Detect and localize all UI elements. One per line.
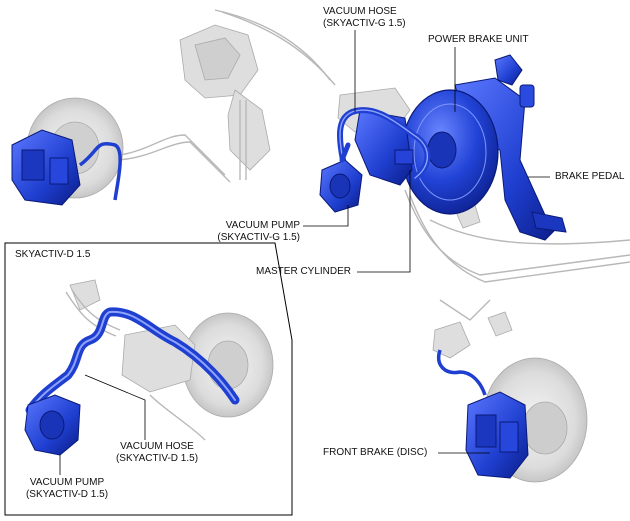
vacuum-pump-g-part (319, 142, 363, 213)
label-master-cylinder-text: MASTER CYLINDER (256, 266, 352, 277)
label-power-brake-unit-text: POWER BRAKE UNIT (428, 34, 529, 45)
label-vacuum-hose-d: VACUUM HOSE (SKYACTIV-D 1.5) (112, 441, 202, 465)
rear-left-caliper-part (11, 129, 122, 206)
label-vacuum-pump-d-line2: (SKYACTIV-D 1.5) (25, 489, 109, 500)
label-front-brake: FRONT BRAKE (DISC) (323, 447, 427, 459)
inset-frame (4, 242, 293, 516)
label-brake-pedal: BRAKE PEDAL (555, 171, 624, 183)
label-power-brake-unit: POWER BRAKE UNIT (428, 34, 529, 46)
label-vacuum-pump-g: VACUUM PUMP (SKYACTIV-G 1.5) (205, 220, 300, 244)
leader-lines (59, 30, 550, 475)
front-right-caliper-part (437, 349, 529, 479)
ghost-brake-lines (65, 9, 630, 441)
label-vacuum-hose-d-line1: VACUUM HOSE (120, 441, 194, 452)
label-inset-title: SKYACTIV-D 1.5 (15, 249, 90, 261)
label-vacuum-pump-d-line1: VACUUM PUMP (29, 477, 105, 488)
label-vacuum-hose-g-line2: (SKYACTIV-G 1.5) (323, 18, 406, 29)
label-vacuum-hose-g-line1: VACUUM HOSE (323, 6, 397, 17)
label-vacuum-pump-g-line2: (SKYACTIV-G 1.5) (217, 232, 300, 243)
power-brake-unit-part (401, 89, 499, 215)
vacuum-pump-d-part (24, 394, 81, 456)
label-vacuum-pump-g-line1: VACUUM PUMP (225, 220, 300, 231)
label-inset-title-text: SKYACTIV-D 1.5 (15, 249, 91, 260)
label-master-cylinder: MASTER CYLINDER (256, 266, 351, 278)
label-front-brake-text: FRONT BRAKE (DISC) (323, 447, 428, 458)
label-brake-pedal-text: BRAKE PEDAL (555, 171, 625, 182)
master-cylinder-part (354, 109, 414, 186)
label-vacuum-hose-d-line2: (SKYACTIV-D 1.5) (115, 453, 199, 464)
label-vacuum-pump-d: VACUUM PUMP (SKYACTIV-D 1.5) (22, 477, 112, 501)
label-vacuum-hose-g: VACUUM HOSE (SKYACTIV-G 1.5) (323, 6, 406, 30)
